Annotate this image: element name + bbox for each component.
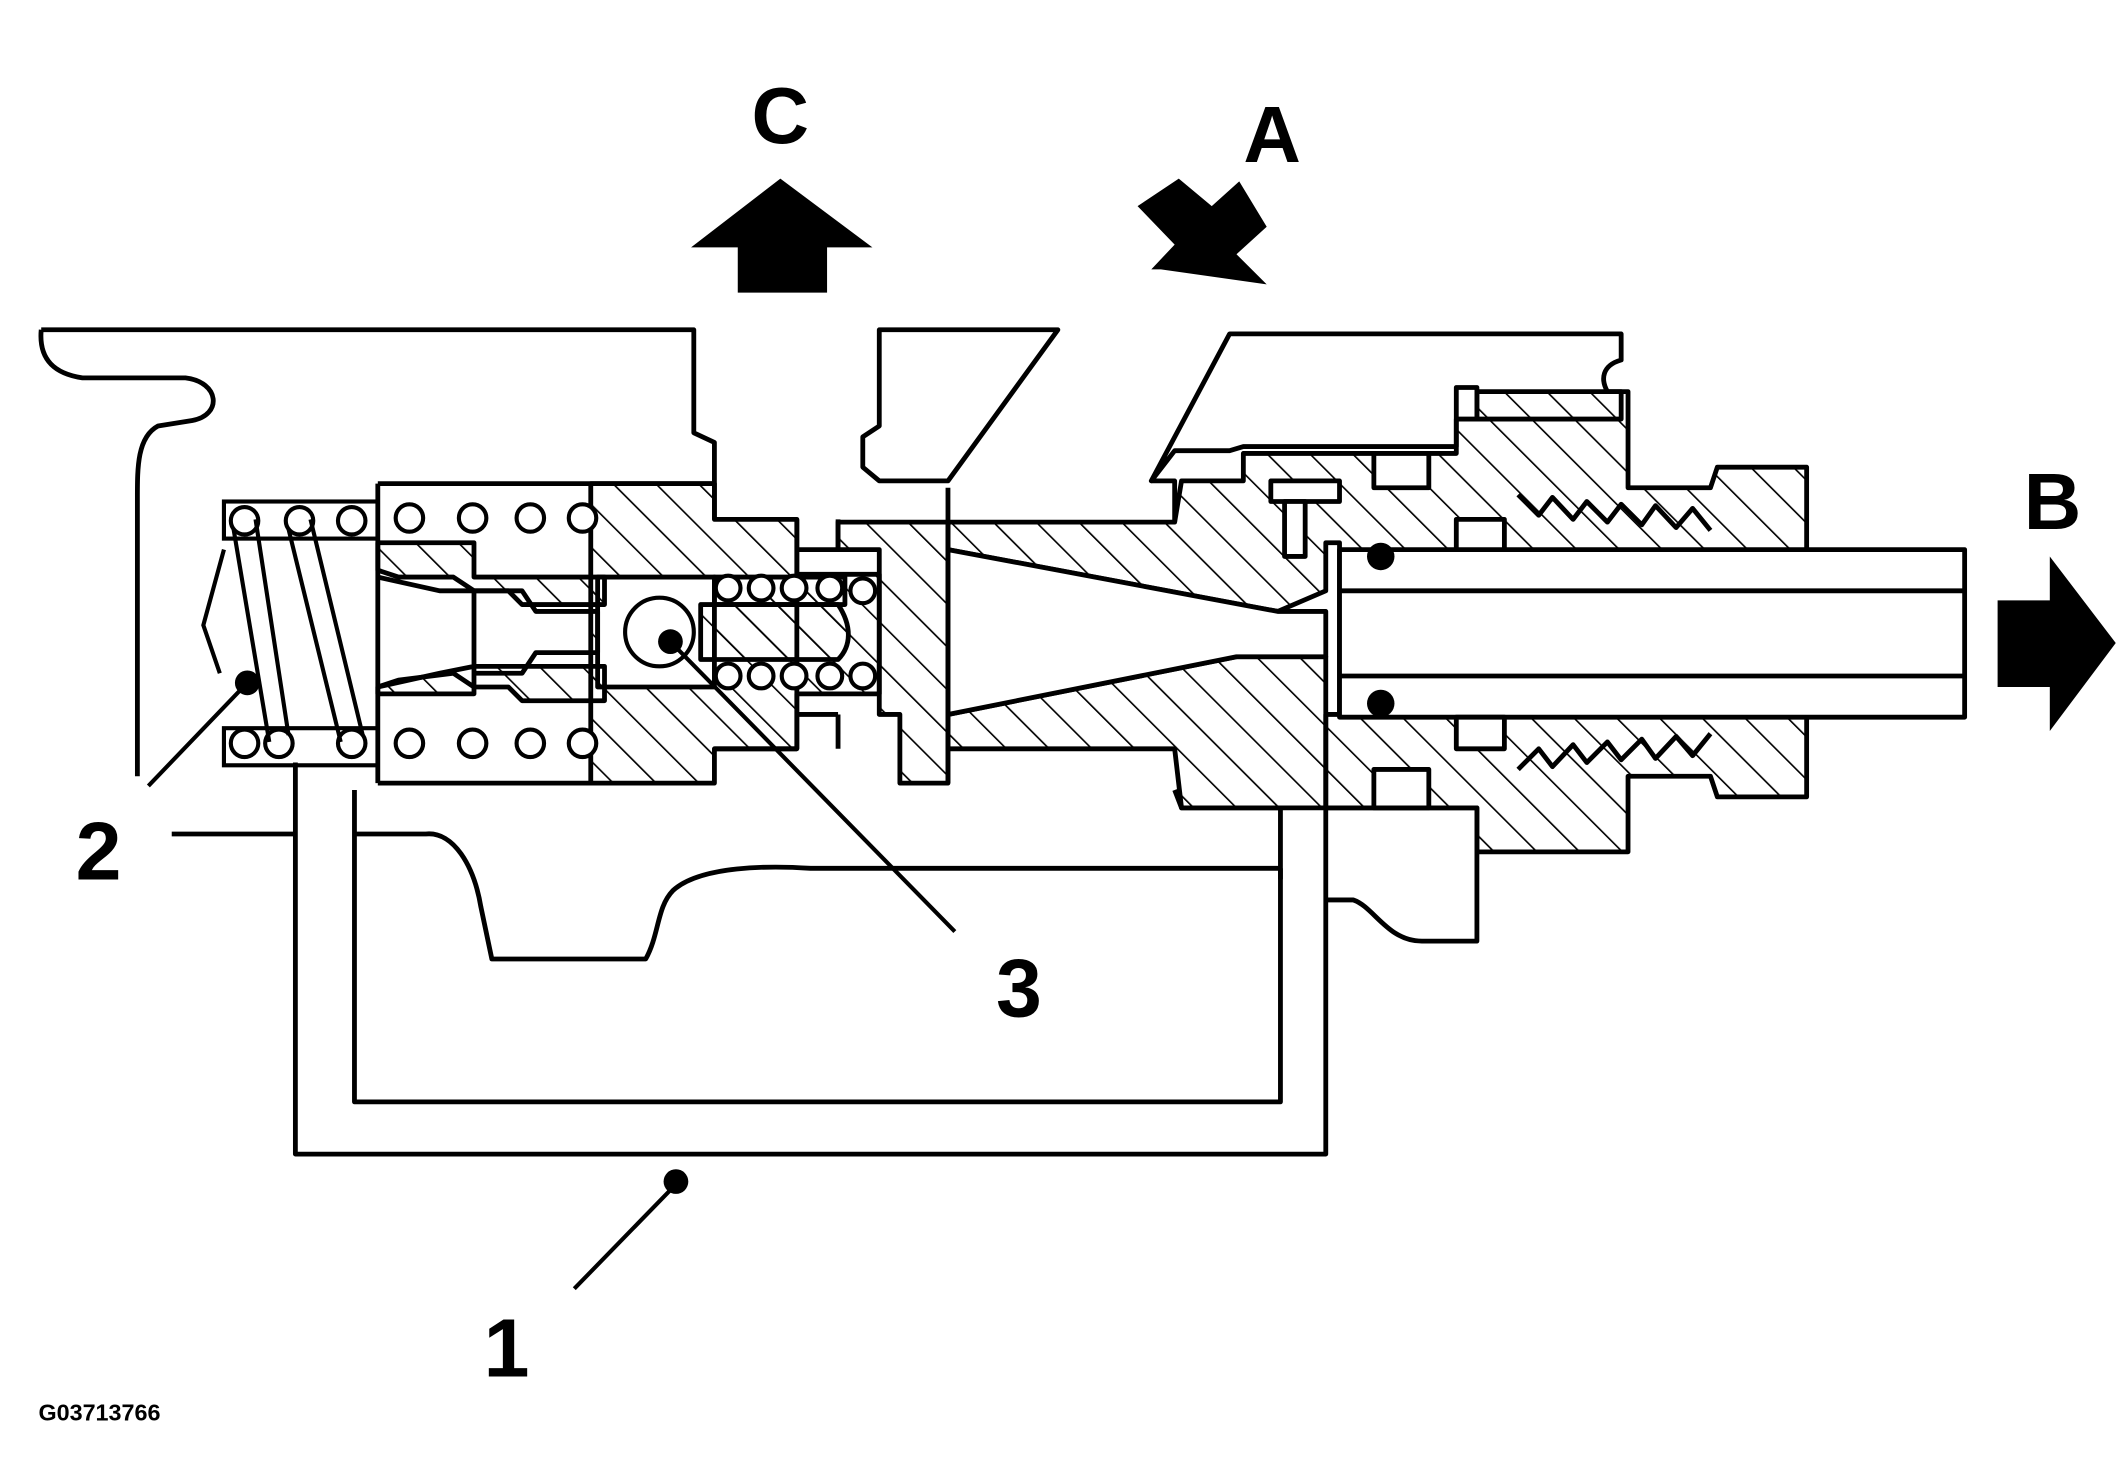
arrow-a-diagonal xyxy=(1137,164,1267,285)
return-spring xyxy=(201,499,599,768)
callout-3-dot xyxy=(658,629,683,655)
seal-rings xyxy=(1366,542,1395,718)
piston-body xyxy=(375,481,951,786)
callout-number-2: 2 xyxy=(76,805,122,897)
figure-id: G03713766 xyxy=(38,1400,160,1426)
callout-number-1: 1 xyxy=(484,1303,530,1395)
callout-2-dot xyxy=(234,670,260,696)
lower-housing xyxy=(171,762,1480,1157)
outlet-housing xyxy=(945,389,1968,855)
direction-label-a: A xyxy=(1243,90,1301,179)
check-valve-spring xyxy=(713,573,878,691)
callout-number-3: 3 xyxy=(996,943,1042,1035)
arrow-c-up xyxy=(691,178,873,293)
upper-seal xyxy=(1366,542,1395,571)
direction-label-c: C xyxy=(752,71,810,160)
direction-label-b: B xyxy=(2024,457,2082,546)
leader-lines xyxy=(146,629,957,1291)
lower-seal xyxy=(1366,689,1395,718)
callout-1-dot xyxy=(663,1169,689,1194)
arrow-b-right xyxy=(1997,556,2116,731)
